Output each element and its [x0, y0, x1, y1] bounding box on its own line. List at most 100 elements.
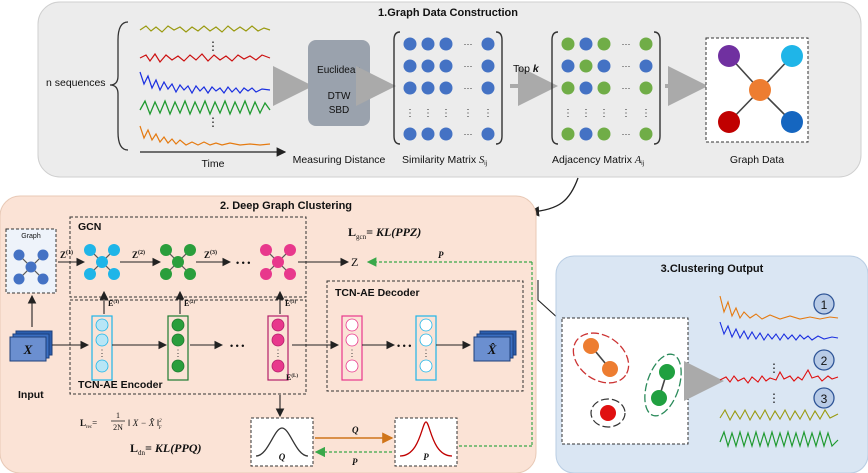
gcn-graphs — [84, 244, 296, 280]
encoder-box — [69, 299, 307, 395]
adjacency-vdots: ⋮ — [563, 108, 573, 119]
cluster3-node — [600, 405, 616, 421]
gcn-layer1-node — [96, 256, 108, 268]
adjacency-cell — [597, 127, 611, 141]
similarity-vdots: ⋮ — [441, 108, 451, 119]
cluster-badge-3 — [813, 387, 835, 409]
input-time-series: ⋮ ⋮ — [139, 25, 271, 146]
gcn-dots: • • • — [236, 258, 250, 268]
similarity-cell — [421, 37, 435, 51]
encoder-layer2-node — [171, 359, 185, 373]
input-graph-node — [13, 273, 25, 285]
loss-rec-frac-bot: 2N — [113, 423, 123, 432]
metric-euclidean: Euclidean — [317, 65, 361, 76]
n-sequences-label: n sequences — [46, 77, 106, 89]
encoder-layerL-node — [271, 318, 285, 332]
input-x-stack — [9, 330, 53, 362]
decoder-layer1-vdots: ⋮ — [348, 348, 357, 358]
node-red — [718, 111, 740, 133]
similarity-matrix: ⋯⋯⋯⋮⋮⋮⋮⋮⋯ — [393, 31, 503, 145]
gcn-layer2-node — [160, 244, 172, 256]
similarity-vdots: ⋮ — [423, 108, 433, 119]
adjacency-cell — [597, 37, 611, 51]
loss-gcn: Lgcn= KL(PPZ) — [348, 225, 421, 241]
encoder-layer2-node — [171, 333, 185, 347]
adjacency-cell — [561, 37, 575, 51]
cluster-badge-2-label: 2 — [821, 354, 828, 368]
series-dots-top: ⋮ — [207, 39, 219, 53]
cluster-ellipse-green — [644, 353, 682, 417]
decoder-box — [326, 280, 524, 392]
series-blue — [139, 71, 271, 95]
gcn-layer3-node — [284, 244, 296, 256]
decoder-layerL-node — [419, 318, 433, 332]
similarity-cell — [403, 59, 417, 73]
p-arrow2-label: P — [352, 457, 358, 467]
similarity-cell — [421, 59, 435, 73]
z3-label: Z(3) — [204, 249, 217, 260]
similarity-matrix-label: Similarity Matrix Sij — [402, 154, 487, 167]
similarity-cell — [403, 37, 417, 51]
gcn-layer3-node — [260, 244, 272, 256]
input-graph-box — [5, 228, 57, 294]
decoder-layerL-node — [419, 333, 433, 347]
cluster-graph-box — [561, 317, 689, 445]
section3-title: 3.Clustering Output — [661, 263, 764, 275]
p-arrow-label: P — [438, 250, 444, 260]
similarity-cell — [439, 127, 453, 141]
series-dots-bottom: ⋮ — [207, 115, 219, 129]
similarity-cell — [421, 127, 435, 141]
output-xhat-label: X̂ — [487, 342, 497, 357]
adjacency-cell — [639, 37, 653, 51]
similarity-cell — [421, 81, 435, 95]
similarity-cell — [481, 127, 495, 141]
adjacency-hdots: ⋯ — [622, 83, 631, 93]
encoder-layerL-vdots: ⋮ — [274, 348, 283, 358]
adjacency-cell — [561, 127, 575, 141]
gcn-layer2-node — [172, 256, 184, 268]
cluster-ellipse-orange — [572, 332, 630, 384]
encoder-layer2-frame — [167, 315, 189, 381]
adjacency-vdots: ⋮ — [621, 108, 631, 119]
gcn-layer2-node — [160, 268, 172, 280]
similarity-bracket-left — [393, 31, 401, 145]
output-series: ⋮ ⋮ — [719, 295, 839, 449]
similarity-hdots: ⋯ — [464, 129, 473, 139]
adjacency-hdots: ⋯ — [622, 39, 631, 49]
cluster-badge-1-label: 1 — [821, 298, 828, 312]
decoder-layerL-frame — [415, 315, 437, 381]
adjacency-cell — [639, 127, 653, 141]
similarity-cell — [403, 81, 417, 95]
decoder-layer1-node — [345, 359, 359, 373]
decoder-layer1-node — [345, 318, 359, 332]
adjacency-cell — [597, 59, 611, 73]
section1-title: 1.Graph Data Construction — [378, 7, 518, 19]
e1-label: E(1) — [108, 299, 120, 308]
graph-data — [718, 45, 803, 133]
graph-data-label: Graph Data — [730, 154, 784, 166]
cluster-badge-2 — [813, 349, 835, 371]
section2-title: 2. Deep Graph Clustering — [220, 200, 352, 212]
node-purple — [718, 45, 740, 67]
adjacency-cell — [597, 81, 611, 95]
decoder-layer1-node — [345, 333, 359, 347]
similarity-hdots: ⋯ — [464, 83, 473, 93]
node-orange-center — [749, 79, 771, 101]
out-orange — [719, 295, 839, 320]
q-distribution-box — [250, 417, 314, 467]
graph-box-label: Graph — [21, 233, 41, 240]
encoder-stacks: ⋮⋮⋮⋮⋮ — [91, 315, 437, 381]
gcn-label: GCN — [78, 221, 101, 233]
adjacency-cell — [639, 81, 653, 95]
cluster1-node-a — [583, 338, 599, 354]
similarity-vdots: ⋮ — [405, 108, 415, 119]
similarity-cell — [481, 81, 495, 95]
series-orange — [139, 125, 271, 146]
series-red-1 — [139, 52, 271, 64]
similarity-cell — [481, 37, 495, 51]
topk-label: Top k — [513, 63, 540, 75]
similarity-vdots: ⋮ — [463, 108, 473, 119]
out-dots-2: ⋮ — [768, 391, 780, 405]
input-graph — [13, 249, 49, 285]
